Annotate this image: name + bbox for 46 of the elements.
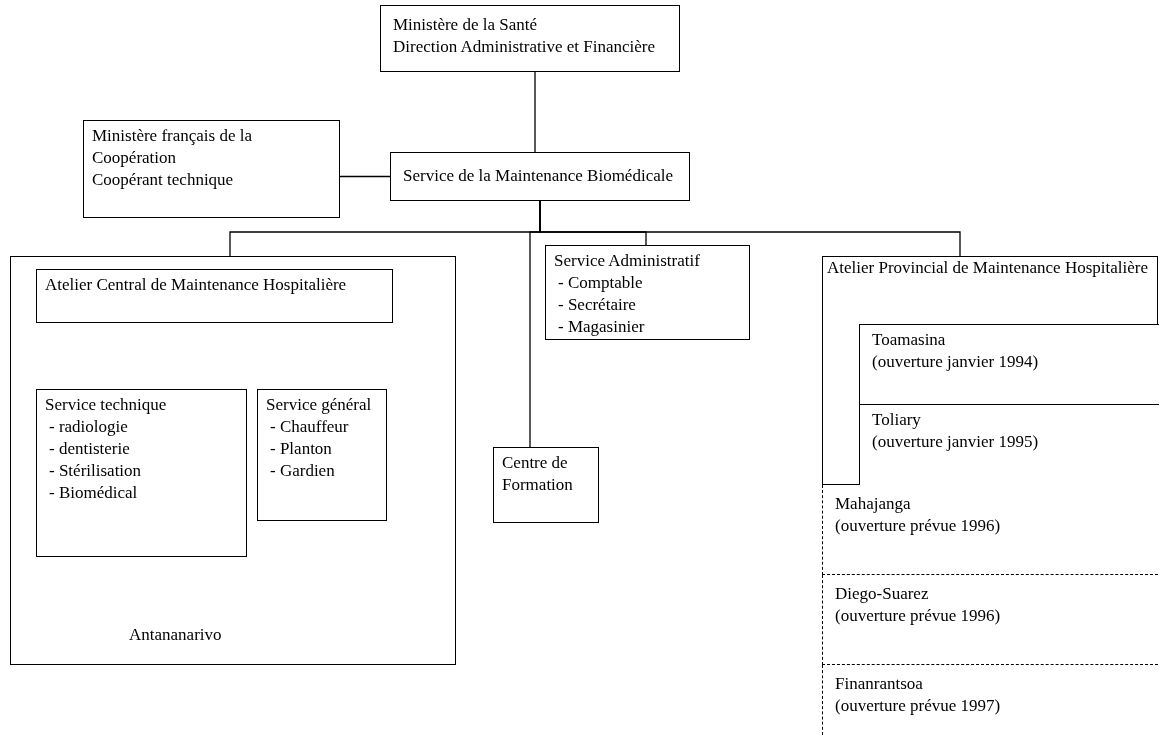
box-text: - Comptable — [557, 272, 644, 295]
box-text: - Biomédical — [48, 482, 139, 505]
connector-line — [339, 175, 391, 178]
box-text: - Planton — [269, 438, 333, 461]
box-text: - Secrétaire — [557, 294, 637, 317]
box-text: (ouverture prévue 1996) — [835, 605, 1002, 628]
org-box — [36, 269, 393, 323]
box-heading: Finanrantsoa — [835, 673, 924, 695]
box-heading: Service technique — [45, 394, 168, 416]
box-text: (ouverture prévue 1997) — [835, 695, 1002, 718]
box-heading: Toamasina — [872, 329, 947, 351]
box-heading: Mahajanga — [835, 493, 912, 515]
box-text: Atelier Provincial de Maintenance Hospitalière — [827, 257, 1149, 279]
box-text: Centre de Formation — [502, 452, 574, 497]
org-box — [493, 447, 599, 523]
org-box — [380, 5, 680, 72]
box-heading: Ministère de la Santé — [393, 14, 538, 36]
box-text: Direction Administrative et Financière — [393, 36, 656, 59]
box-text: Atelier Central de Maintenance Hospitalière — [45, 274, 348, 296]
site-box — [859, 324, 1159, 404]
box-text: - dentisterie — [48, 438, 131, 461]
org-box — [390, 152, 690, 201]
site-box — [10, 256, 456, 665]
box-text: - radiologie — [48, 416, 129, 439]
box-text: Coopérant technique — [92, 169, 235, 192]
box-text: - Stérilisation — [48, 460, 143, 483]
connector-line — [539, 200, 961, 257]
box-heading: Toliary — [872, 409, 922, 431]
box-text: - Chauffeur — [269, 416, 350, 439]
box-text: (ouverture prévue 1996) — [835, 515, 1002, 538]
box-heading: Diego-Suarez — [835, 583, 930, 605]
service-box — [36, 389, 247, 557]
connector-line — [534, 71, 536, 153]
org-box — [83, 120, 340, 218]
box-text: Antananarivo — [129, 623, 222, 646]
box-text: - Gardien — [269, 460, 336, 483]
box-text: - Magasinier — [557, 316, 646, 339]
box-text: Service de la Maintenance Biomédicale — [403, 165, 674, 187]
planned-site-box — [822, 575, 1158, 665]
box-heading: Service Administratif — [554, 250, 701, 272]
service-box — [257, 389, 387, 521]
box-text: (ouverture janvier 1994) — [872, 351, 1040, 374]
box-text: (ouverture janvier 1995) — [872, 431, 1040, 454]
box-heading: Service général — [266, 394, 373, 416]
service-box — [545, 245, 750, 340]
box-heading: Ministère français de la Coopération — [92, 125, 253, 170]
